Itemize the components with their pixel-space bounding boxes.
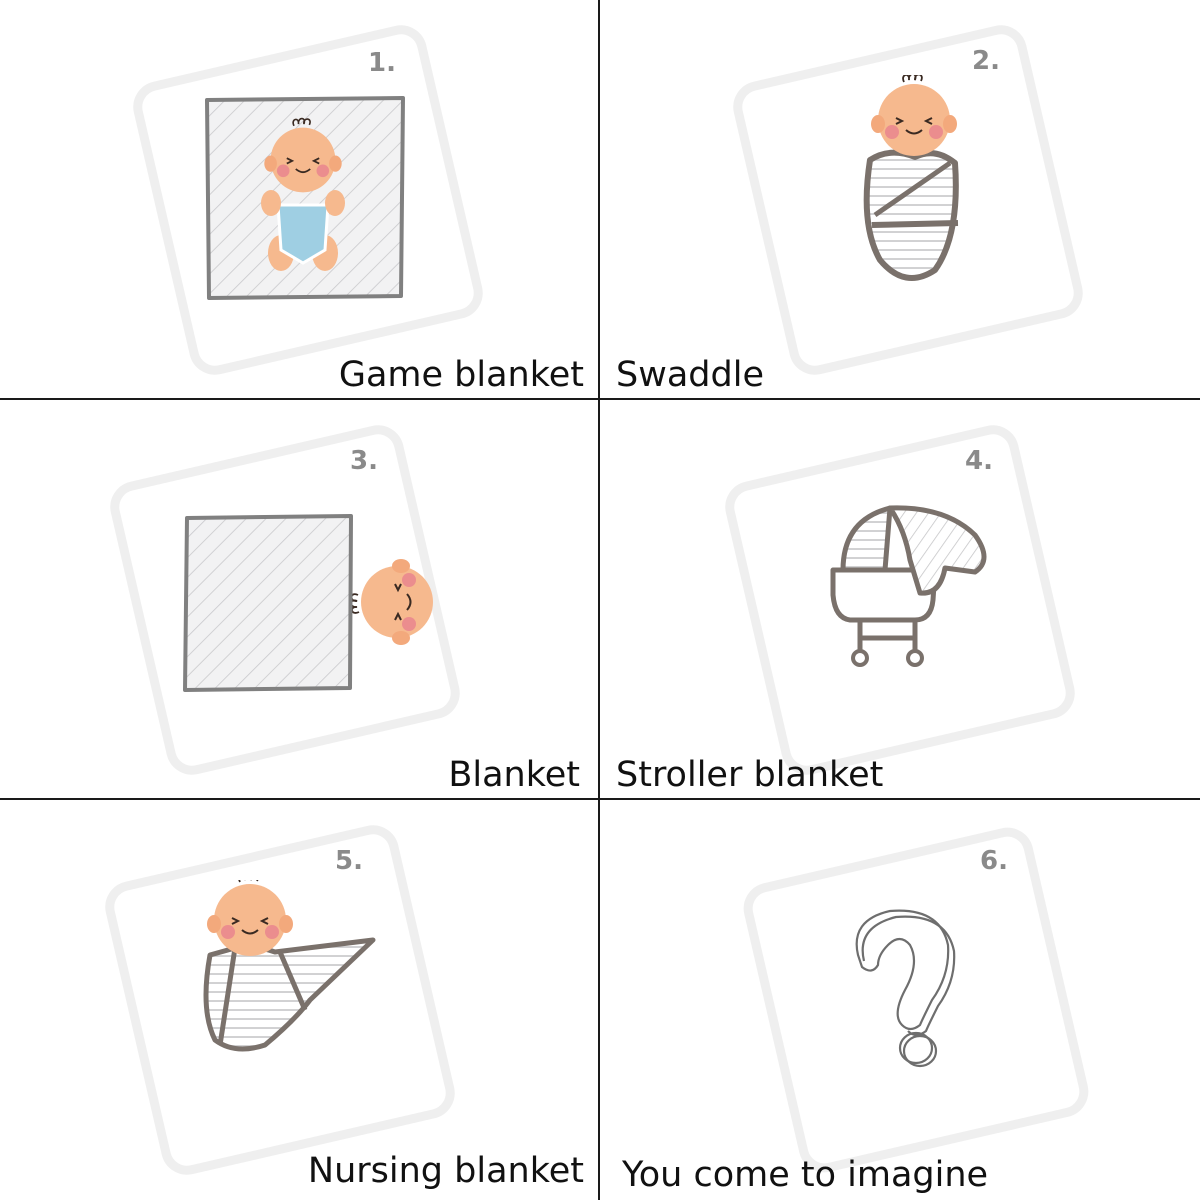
- panel-number: 6.: [980, 846, 1008, 876]
- panel-number: 4.: [965, 446, 993, 476]
- panel-game-blanket: 1. Game blanket: [0, 0, 600, 400]
- panel-number: 5.: [335, 846, 363, 876]
- panel-label: Swaddle: [616, 355, 764, 395]
- panel-label: Blanket: [448, 755, 580, 795]
- question-mark-icon: [855, 909, 956, 1068]
- horizontal-divider-2: [0, 798, 1200, 800]
- panel-nursing-blanket: 5. Nursing blanket: [0, 800, 600, 1200]
- panel-number: 3.: [350, 446, 378, 476]
- horizontal-divider-1: [0, 398, 1200, 400]
- panel-stroller-blanket: 4. Stroller blanket: [600, 400, 1200, 800]
- panel-swaddle: 2. Swaddle: [600, 0, 1200, 400]
- baby-on-play-blanket-icon: [205, 96, 405, 300]
- baby-in-nursing-wrap-icon: [203, 880, 376, 1052]
- vertical-divider: [598, 0, 600, 1200]
- panel-label: Stroller blanket: [616, 755, 884, 795]
- panel-number: 2.: [972, 46, 1000, 76]
- swaddled-baby-icon: [863, 75, 959, 281]
- stroller-with-blanket-icon: [830, 505, 987, 667]
- panel-label: You come to imagine: [622, 1155, 989, 1195]
- panel-imagine: 6. You come to imagine: [600, 800, 1200, 1200]
- panel-label: Nursing blanket: [307, 1151, 584, 1191]
- panel-label: Game blanket: [338, 355, 584, 395]
- baby-under-blanket-icon: [183, 514, 434, 692]
- panel-blanket: 3. Blanket: [0, 400, 600, 800]
- panel-number: 1.: [368, 48, 396, 78]
